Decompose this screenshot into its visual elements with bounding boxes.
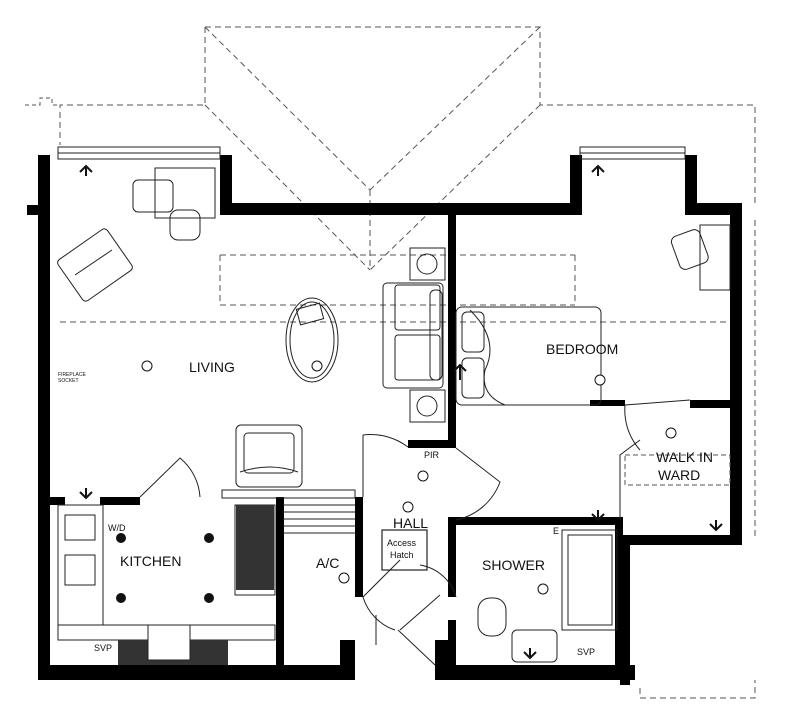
e-label: E	[553, 526, 559, 536]
access-hatch-label-2: Hatch	[390, 550, 414, 560]
access-hatch-label-1: Access	[387, 538, 417, 548]
arrows	[79, 164, 723, 660]
room-label-ward: WARD	[658, 467, 700, 483]
hob	[236, 505, 274, 590]
wardrobe-rail	[624, 454, 731, 486]
coffee-table	[285, 297, 339, 383]
bedside-table-top	[409, 247, 446, 281]
fireplace-label-1: FIREPLACE	[58, 372, 86, 378]
kitchen-spotlights	[116, 533, 214, 603]
daybed	[57, 228, 133, 302]
shower-tray	[561, 529, 618, 631]
room-label-bedroom: BEDROOM	[546, 341, 618, 357]
room-label-hall: HALL	[393, 515, 428, 531]
shelves	[283, 504, 355, 534]
ceiling-lights	[141, 360, 677, 595]
room-label-kitchen: KITCHEN	[120, 553, 181, 569]
internal-walls	[50, 215, 735, 680]
lamp-bottom	[416, 395, 438, 417]
bed	[455, 306, 602, 406]
basin	[511, 629, 558, 663]
sofa	[382, 282, 444, 389]
access-hatch	[381, 529, 428, 571]
room-label-shower: SHOWER	[482, 557, 545, 573]
room-label-ac: A/C	[316, 555, 339, 571]
svp-shower-label: SVP	[577, 647, 595, 657]
toilet	[477, 597, 507, 637]
svp-kitchen-label: SVP	[94, 643, 112, 653]
room-label-living: LIVING	[189, 359, 235, 375]
pir-label: PIR	[424, 450, 440, 460]
bedside-table-bottom	[409, 389, 446, 423]
roof-corner-mark	[25, 97, 60, 106]
fireplace-label-2: SOCKET	[58, 378, 79, 384]
external-walls	[27, 155, 742, 685]
lamp-top	[416, 253, 438, 275]
roof-outline	[59, 26, 756, 699]
kitchen-unit-cut	[147, 624, 191, 661]
windows	[57, 146, 686, 160]
bedroom-desk	[670, 224, 731, 291]
sideboard	[221, 489, 356, 499]
wd-label: W/D	[108, 523, 126, 533]
doors	[139, 399, 691, 666]
armchair	[235, 424, 303, 488]
room-label-walk-in: WALK IN	[656, 449, 713, 465]
desk-chair	[132, 167, 216, 241]
